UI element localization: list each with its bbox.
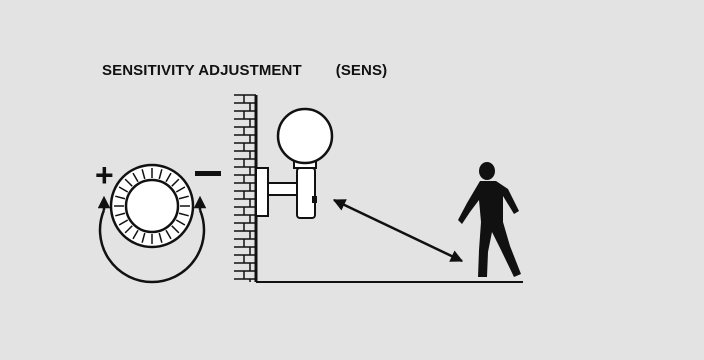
walking-person-icon <box>458 162 521 277</box>
plus-symbol: + <box>95 157 114 193</box>
knob-tick <box>178 212 189 217</box>
knob-tick <box>124 178 133 187</box>
knob-tick <box>175 219 186 226</box>
knob-tick <box>178 195 189 200</box>
knob-tick <box>171 178 180 187</box>
knob-tick <box>175 186 186 193</box>
knob-tick <box>165 172 172 183</box>
wall-lamp-icon <box>255 107 334 219</box>
brick-wall-icon <box>234 94 258 282</box>
minus-symbol <box>195 171 221 176</box>
knob-tick <box>118 219 129 226</box>
diagram-title: SENSITIVITY ADJUSTMENT (SENS) <box>102 62 387 79</box>
knob-tick <box>132 172 139 183</box>
wall-bricks <box>234 94 256 282</box>
knob-tick <box>141 169 146 180</box>
knob-tick <box>115 195 126 200</box>
knob-tick <box>115 212 126 217</box>
sensitivity-knob-icon: + <box>95 157 221 284</box>
knob-tick <box>124 225 133 234</box>
knob-tick <box>118 186 129 193</box>
knob-tick <box>171 225 180 234</box>
knob-tick <box>141 232 146 243</box>
detection-range-arrow-icon <box>332 198 464 263</box>
knob-ticks <box>114 168 190 244</box>
title-code: (SENS) <box>335 62 388 79</box>
knob-tick <box>158 169 163 180</box>
title-main: SENSITIVITY ADJUSTMENT <box>102 62 302 79</box>
knob-tick <box>132 229 139 240</box>
rotation-ring <box>98 209 206 284</box>
knob-inner <box>124 178 180 234</box>
knob-tick <box>158 232 163 243</box>
knob-tick <box>165 229 172 240</box>
